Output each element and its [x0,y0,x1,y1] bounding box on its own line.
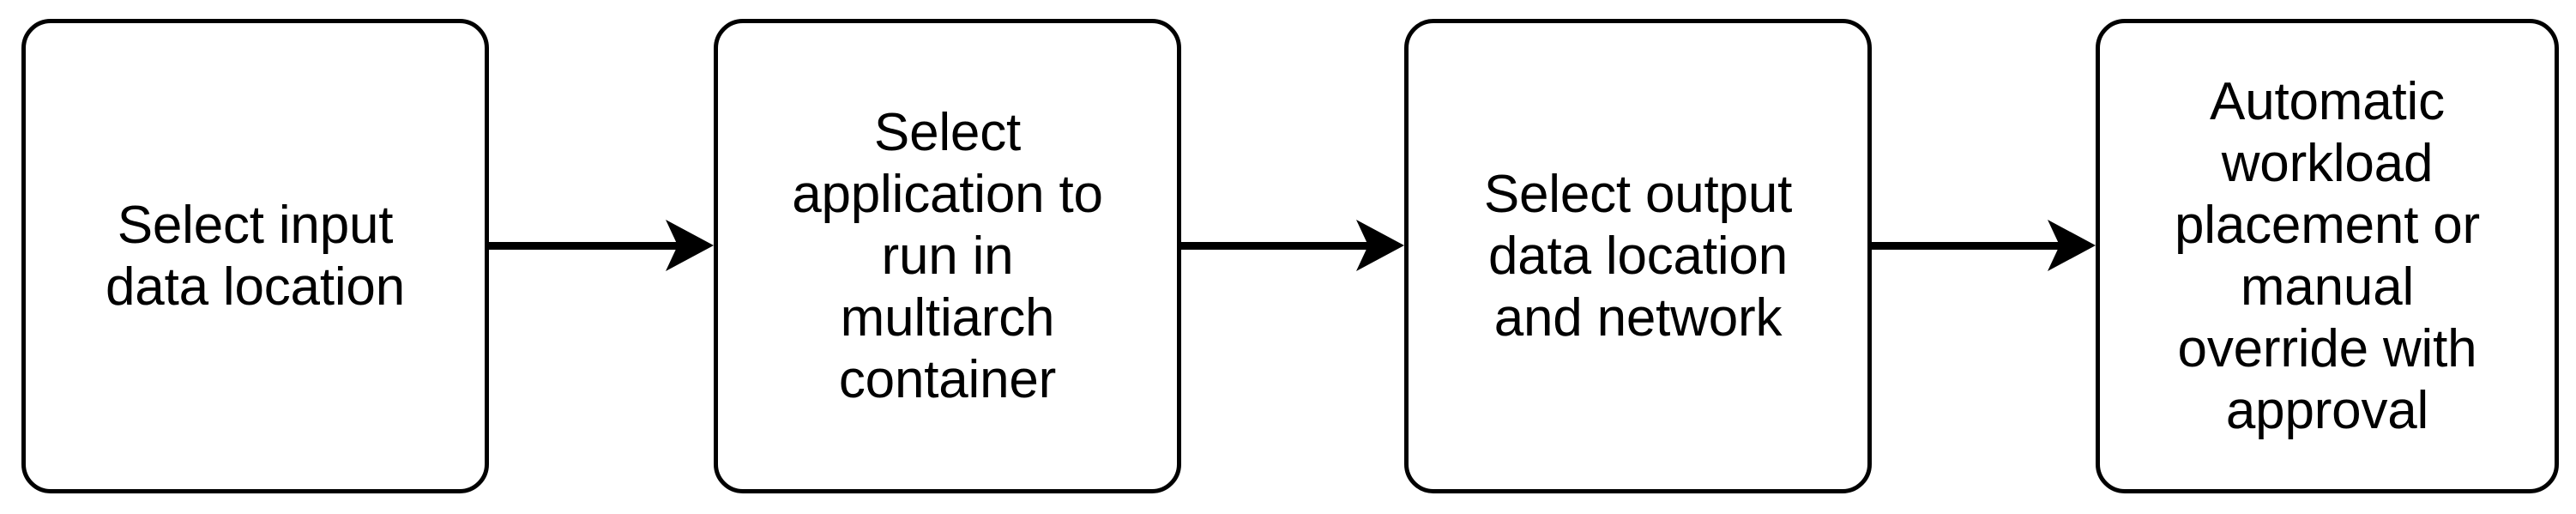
connector-line [1872,241,2063,250]
flow-node-label: Select input data location [106,195,405,317]
flow-connector-1 [489,215,714,276]
connector-line [489,241,681,250]
connector-line [1181,241,1372,250]
flow-node-label: Select application to run in multiarch c… [792,102,1103,409]
flow-node-label: Select output data location and network [1483,164,1793,348]
flow-node-select-input-data-location[interactable]: Select input data location [21,19,489,493]
flow-connector-3 [1872,215,2096,276]
flow-node-select-application-multiarch-container[interactable]: Select application to run in multiarch c… [714,19,1181,493]
flow-node-select-output-data-location-network[interactable]: Select output data location and network [1404,19,1872,493]
flow-node-automatic-workload-placement[interactable]: Automatic workload placement or manual o… [2096,19,2559,493]
flow-connector-2 [1181,215,1404,276]
flow-node-label: Automatic workload placement or manual o… [2174,71,2480,440]
